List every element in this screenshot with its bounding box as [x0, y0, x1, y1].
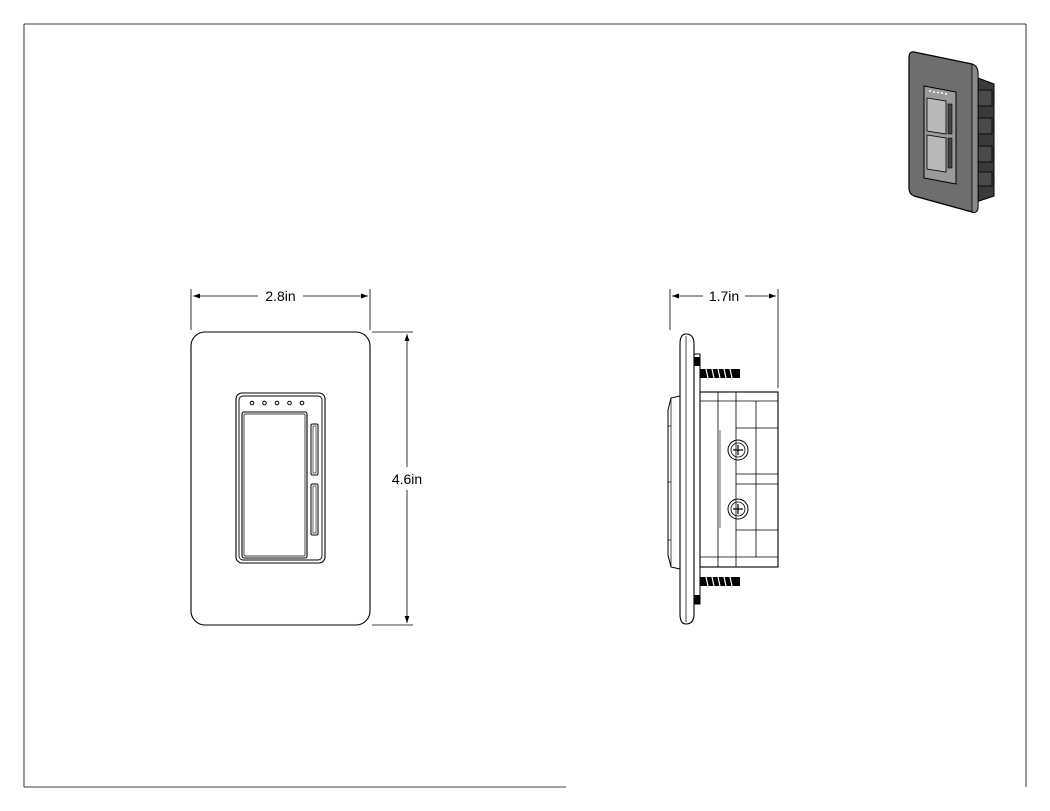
led-indicator — [249, 400, 255, 406]
mounting-screw-top — [694, 357, 740, 379]
led-indicator — [299, 400, 305, 406]
paddle-profile — [667, 395, 681, 570]
height-dimension: 4.6in — [372, 331, 428, 626]
wall-plate-profile — [679, 333, 695, 625]
front-view: 2.8in 4.6in — [190, 285, 428, 626]
led-indicator — [262, 400, 267, 406]
slider-lower — [310, 483, 319, 536]
sheet-border — [23, 23, 1027, 788]
terminal-screw-upper — [727, 439, 749, 461]
height-dimension-label: 4.6in — [392, 471, 422, 487]
dimmer-frame — [235, 392, 326, 564]
width-dimension-label: 2.8in — [265, 288, 295, 304]
terminal-screw-lower — [727, 498, 749, 520]
device-body — [699, 391, 779, 568]
mounting-strap — [693, 353, 701, 605]
wall-plate-outline — [190, 331, 371, 626]
depth-dimension: 1.7in — [669, 285, 779, 388]
led-indicator-row — [249, 400, 305, 406]
depth-dimension-label: 1.7in — [709, 288, 739, 304]
dimmer-paddle — [241, 411, 308, 559]
isometric-view — [908, 51, 995, 213]
width-dimension: 2.8in — [190, 285, 371, 330]
led-indicator — [274, 400, 280, 406]
led-indicator — [287, 400, 292, 406]
side-view: 1.7in — [667, 285, 779, 625]
slider-upper — [310, 423, 319, 476]
mounting-screw-bottom — [694, 576, 740, 604]
